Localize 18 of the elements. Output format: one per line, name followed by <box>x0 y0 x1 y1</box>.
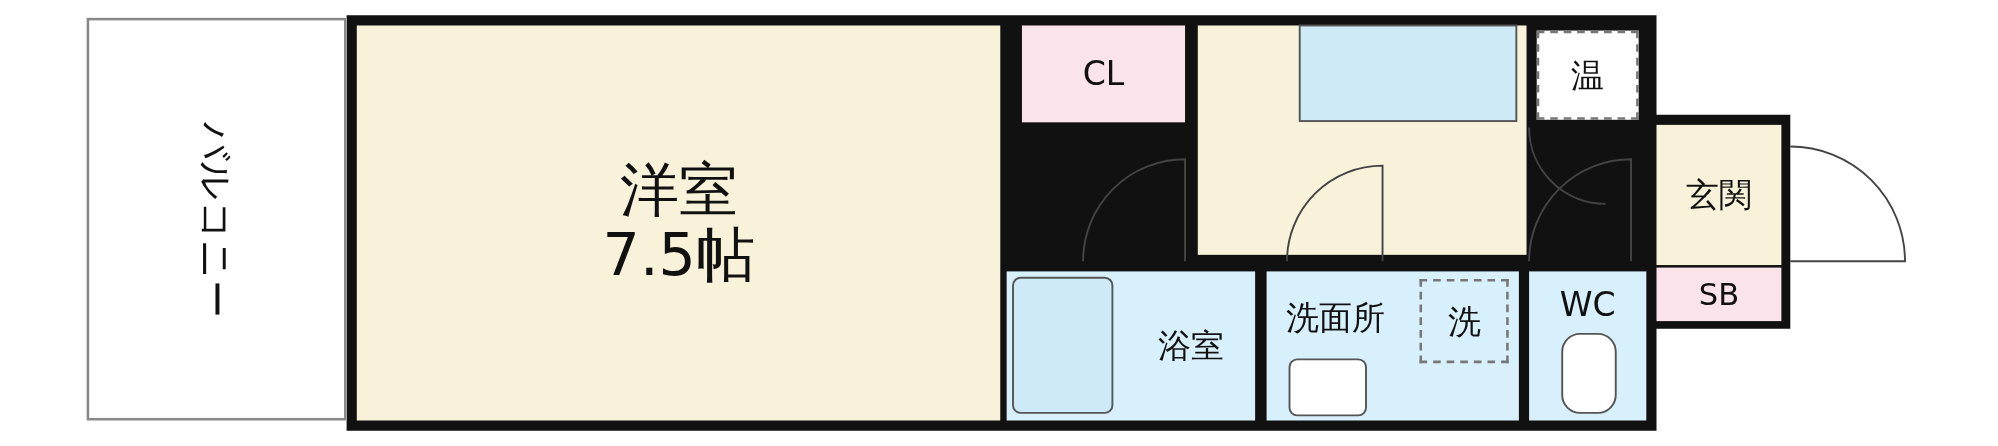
room-label: 玄関 <box>1685 176 1753 214</box>
room-label: CL <box>1082 55 1125 93</box>
entrance-floor <box>1656 124 1782 266</box>
closet-area <box>1021 25 1186 123</box>
room-label: WC <box>1559 286 1616 324</box>
room-label: バルコニー <box>195 121 238 318</box>
water-heater-area <box>1536 30 1639 120</box>
room-label: 温 <box>1571 56 1605 94</box>
room-label: 洗面所 <box>1285 299 1386 336</box>
room-label: 7.5帖 <box>602 223 755 288</box>
room-label: 洋室 <box>619 158 738 223</box>
room-label: 浴室 <box>1158 327 1225 365</box>
washing-machine-area <box>1419 279 1509 364</box>
room-label: SB <box>1698 277 1740 312</box>
shoe-storage-area <box>1656 267 1782 322</box>
room-label: 洗 <box>1447 302 1481 340</box>
room-floor <box>356 25 1001 421</box>
balcony-area <box>86 17 347 421</box>
